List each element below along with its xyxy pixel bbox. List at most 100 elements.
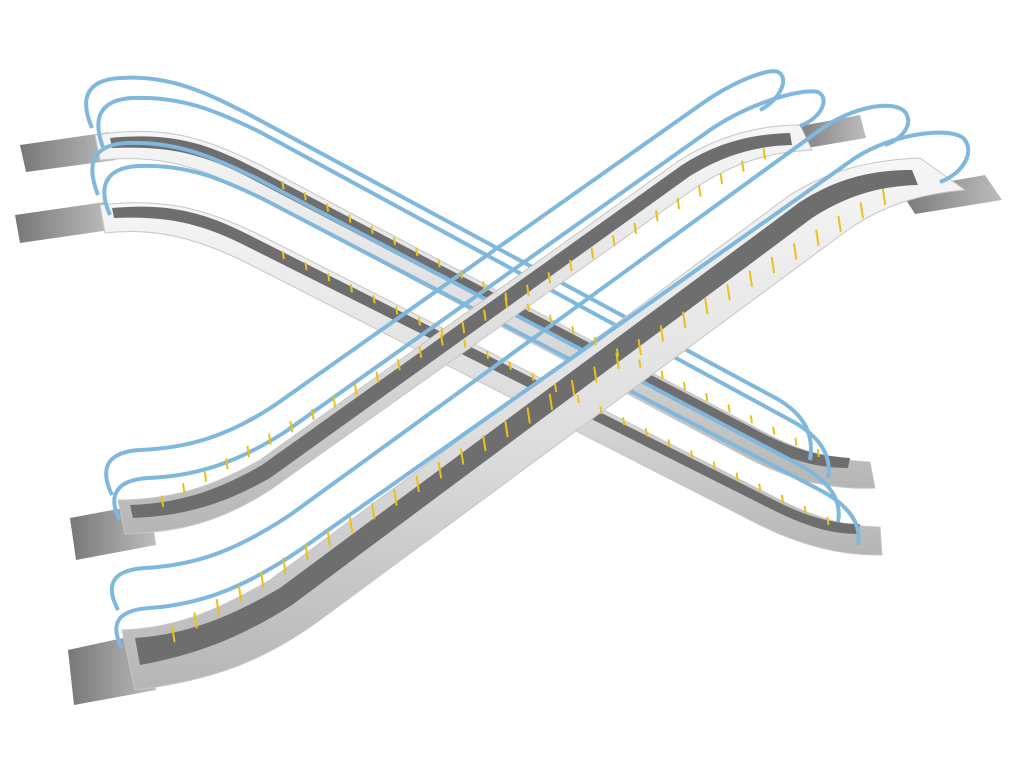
step-edge xyxy=(803,505,807,514)
step-edge xyxy=(440,334,444,346)
step-edge xyxy=(437,259,441,268)
step-edge xyxy=(758,483,762,492)
step-edge xyxy=(526,407,531,424)
step-edge xyxy=(615,348,620,357)
step-edge xyxy=(682,381,687,391)
step-edge xyxy=(354,383,358,396)
step-edge xyxy=(816,448,820,457)
step-edge xyxy=(637,338,642,356)
step-edge xyxy=(415,247,419,257)
escalator-lower-back xyxy=(15,140,883,556)
handrail xyxy=(102,163,861,546)
step-edge xyxy=(348,214,352,223)
step-edge xyxy=(332,396,337,408)
escalator-lower-front xyxy=(68,103,1002,705)
step-edge xyxy=(348,516,354,534)
step-edge xyxy=(660,370,664,379)
step-edge xyxy=(727,404,731,413)
step-edge xyxy=(418,346,423,358)
step-edge xyxy=(792,243,798,260)
step-edge xyxy=(726,284,731,301)
step-edge xyxy=(815,229,820,246)
step-edge xyxy=(705,392,709,402)
step-edge xyxy=(741,160,745,172)
step-edge xyxy=(461,321,466,334)
step-edge xyxy=(417,317,422,326)
step-edge xyxy=(622,417,626,426)
step-edge xyxy=(772,426,776,435)
step-edge xyxy=(712,461,717,470)
step-edge xyxy=(397,359,401,371)
step-edge xyxy=(749,415,753,424)
step-edge xyxy=(370,225,374,234)
step-edge xyxy=(698,185,702,197)
step-edge xyxy=(463,339,467,348)
step-edge xyxy=(638,359,642,368)
step-edge xyxy=(599,406,603,415)
step-edge xyxy=(719,173,724,185)
step-edge xyxy=(690,450,694,459)
escalator-steps xyxy=(135,170,918,665)
handrail xyxy=(112,89,826,521)
step-edge xyxy=(395,306,399,315)
step-edge xyxy=(667,439,671,448)
step-edge xyxy=(615,352,620,369)
step-edge xyxy=(548,393,554,410)
step-edge xyxy=(482,281,486,290)
step-edge xyxy=(593,337,597,346)
step-edge xyxy=(655,210,659,222)
step-edge xyxy=(281,250,285,260)
handrail xyxy=(109,103,911,611)
step-edge xyxy=(182,483,186,495)
landing-plate xyxy=(900,175,1002,214)
landing-plate xyxy=(15,202,110,243)
step-edge xyxy=(415,475,420,493)
step-edge xyxy=(569,259,573,272)
step-edge xyxy=(304,544,309,561)
step-edge xyxy=(225,458,229,470)
step-edge xyxy=(504,421,509,438)
step-edge xyxy=(676,197,681,210)
step-edge xyxy=(554,383,558,393)
step-edge xyxy=(590,247,595,259)
step-edge xyxy=(748,270,753,287)
step-edge xyxy=(612,235,616,247)
step-edge xyxy=(372,295,376,304)
step-edge xyxy=(281,181,285,190)
step-edge xyxy=(780,494,785,503)
step-edge xyxy=(440,328,444,337)
step-edge xyxy=(735,472,739,481)
step-edge xyxy=(303,192,307,201)
step-edge xyxy=(325,203,330,212)
step-edge xyxy=(770,256,776,274)
escalator-steps xyxy=(110,136,850,468)
step-edge xyxy=(327,273,331,282)
step-edge xyxy=(593,366,598,383)
step-edge xyxy=(762,148,767,160)
step-edge xyxy=(576,394,580,404)
step-edge xyxy=(459,270,463,279)
step-edge xyxy=(504,292,508,301)
escalator-steps xyxy=(112,206,860,535)
handrail xyxy=(104,69,786,496)
step-edge xyxy=(526,284,530,296)
step-edge xyxy=(826,516,830,526)
step-edge xyxy=(349,284,353,293)
step-edge xyxy=(371,503,376,520)
step-edge xyxy=(482,434,487,452)
escalator-steps xyxy=(130,133,792,518)
step-edge xyxy=(837,215,842,233)
handrail xyxy=(96,95,831,479)
step-edge xyxy=(859,202,864,219)
step-edge xyxy=(633,222,638,234)
step-edge xyxy=(304,262,308,271)
step-edge xyxy=(311,408,315,420)
step-edge xyxy=(483,309,487,321)
step-edge xyxy=(246,445,251,458)
step-edge xyxy=(644,428,648,437)
step-edge xyxy=(326,530,332,547)
step-edge xyxy=(393,489,398,506)
step-edge xyxy=(260,571,265,588)
step-edge xyxy=(508,361,512,370)
